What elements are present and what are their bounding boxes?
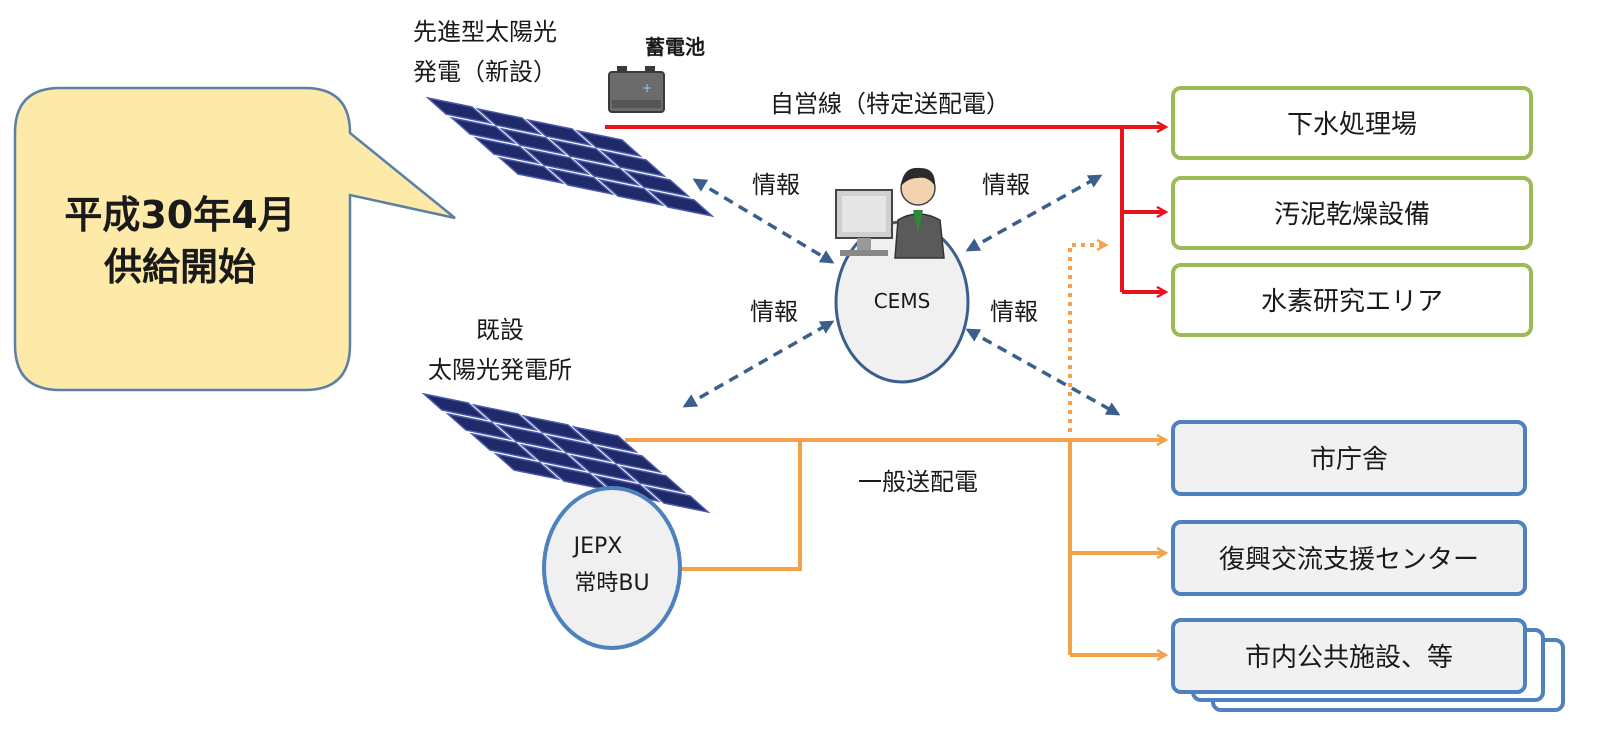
existing-solar-label-line2: 太陽光発電所 <box>428 356 572 384</box>
operator-computer-icon <box>835 167 945 259</box>
existing-solar-label-line1: 既設 <box>476 316 524 344</box>
destination-box-city-hall: 市庁舎 <box>1171 420 1527 496</box>
destination-label: 復興交流支援センター <box>1219 545 1479 575</box>
private-line <box>605 127 1165 292</box>
battery-label: 蓄電池 <box>645 35 705 59</box>
battery-icon: + <box>608 66 665 113</box>
new-solar-label-line1: 先進型太陽光 <box>413 18 557 46</box>
destination-label: 市内公共施設、等 <box>1245 643 1453 673</box>
destination-box-sewage-plant: 下水処理場 <box>1171 86 1533 160</box>
private-line-label: 自営線（特定送配電） <box>770 90 1010 118</box>
info-label: 情報 <box>990 298 1038 326</box>
destination-label: 汚泥乾燥設備 <box>1274 200 1430 230</box>
info-label: 情報 <box>750 298 798 326</box>
info-label: 情報 <box>982 171 1030 199</box>
destination-box-exchange-center: 復興交流支援センター <box>1171 520 1527 596</box>
new-solar-panel-icon <box>425 96 715 218</box>
svg-text:+: + <box>642 81 652 95</box>
info-label: 情報 <box>752 171 800 199</box>
jepx-node <box>542 486 682 650</box>
callout-text-line2: 供給開始 <box>104 245 256 289</box>
new-solar-label-line2: 発電（新設） <box>413 58 557 86</box>
general-line-dotted-branch <box>1068 245 1105 432</box>
jepx-label-line1: JEPX <box>572 534 623 559</box>
general-line-label: 一般送配電 <box>858 468 978 496</box>
destination-box-sludge-dryer: 汚泥乾燥設備 <box>1171 176 1533 250</box>
cems-label: CEMS <box>874 289 931 313</box>
jepx-label-line2: 常時BU <box>574 571 649 596</box>
destination-label: 市庁舎 <box>1310 445 1388 475</box>
destination-box-hydrogen-area: 水素研究エリア <box>1171 263 1533 337</box>
general-line <box>625 440 1165 655</box>
destination-label: 下水処理場 <box>1287 110 1417 140</box>
callout-bubble <box>13 86 456 392</box>
existing-solar-panel-icon <box>421 392 711 514</box>
destination-label: 水素研究エリア <box>1261 287 1443 317</box>
callout-text-line1: 平成30年4月 <box>64 193 295 237</box>
destination-box-public-facilities: 市内公共施設、等 <box>1171 618 1565 712</box>
info-arrows <box>682 174 1121 416</box>
